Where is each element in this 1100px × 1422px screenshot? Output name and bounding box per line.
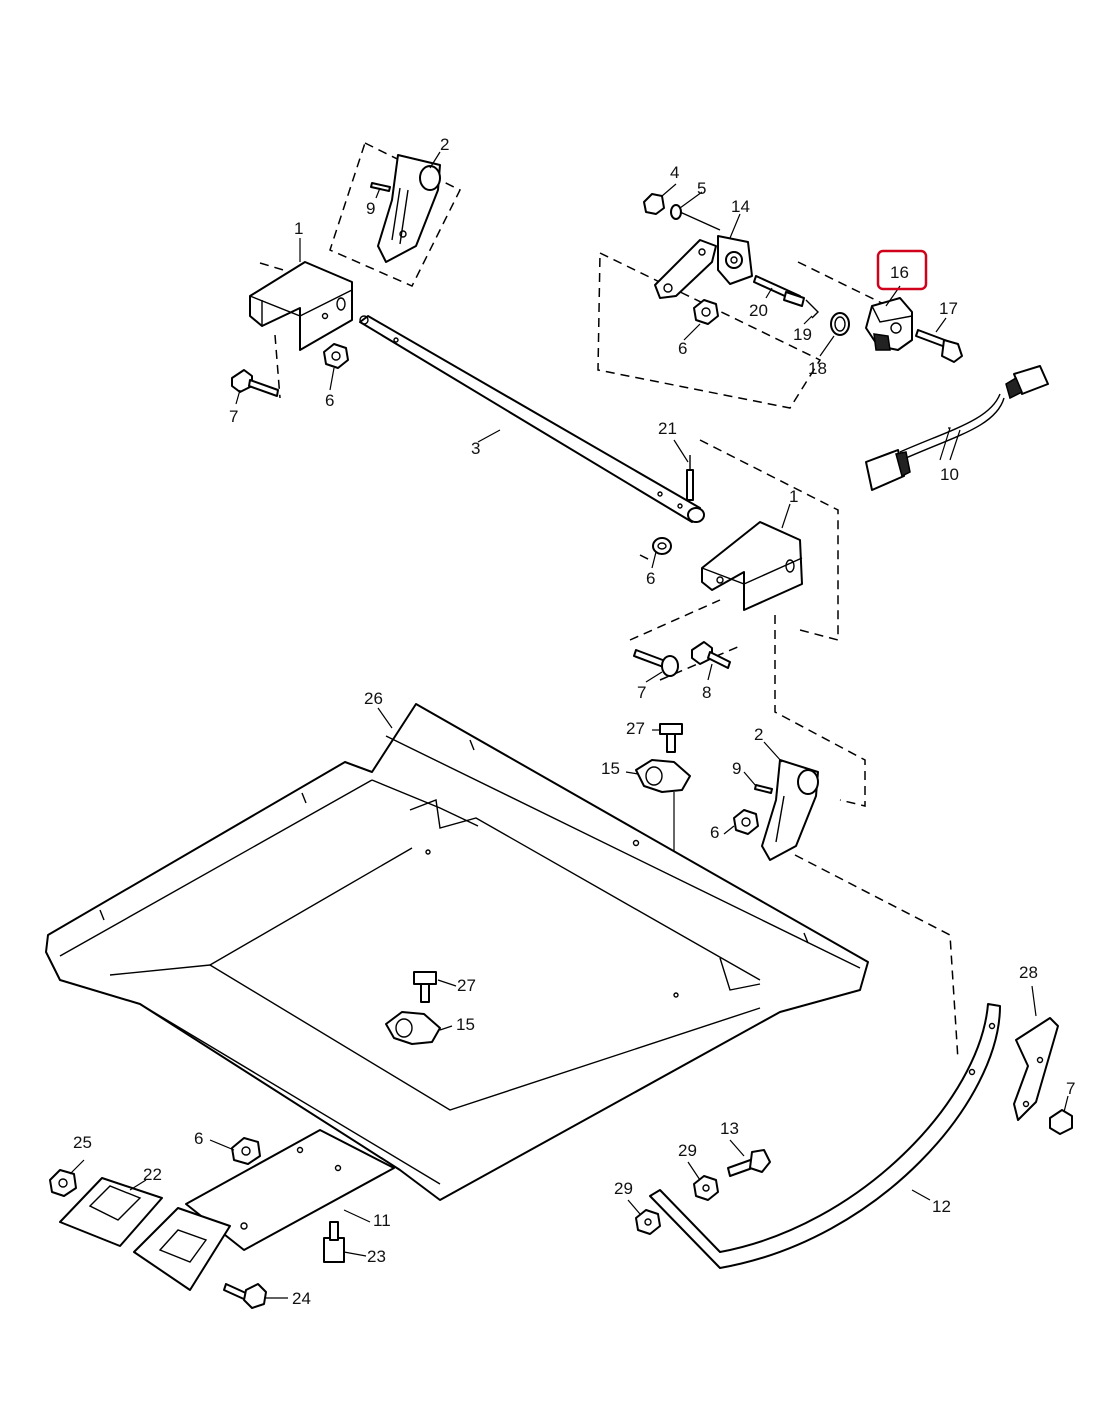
nut-sensor-arm [693, 299, 719, 325]
highlighted-part-callout [876, 249, 928, 291]
cover-plate-lower [133, 1207, 231, 1291]
part-label-21: 21 [658, 419, 677, 438]
spring-pin-shaft [686, 455, 694, 501]
part-label-9-upper: 9 [366, 199, 375, 218]
flange-bolt [691, 641, 731, 669]
position-sensor [865, 297, 913, 351]
mounting-bracket-left [249, 261, 353, 351]
linkage-rod [753, 275, 805, 307]
clip-pin [805, 299, 819, 319]
part-label-17: 17 [939, 299, 958, 318]
part-label-7-middle: 7 [637, 683, 646, 702]
part-label-1-left: 1 [294, 219, 303, 238]
sensor-arm [654, 239, 717, 299]
part-label-24: 24 [292, 1289, 311, 1308]
nut-left-upper [323, 343, 349, 369]
part-label-3: 3 [471, 439, 480, 458]
carriage-bolt [633, 649, 679, 677]
bolt-clamp-upper [659, 723, 683, 753]
part-label-22: 22 [143, 1165, 162, 1184]
part-label-2-upper: 2 [440, 135, 449, 154]
part-label-15-upper: 15 [601, 759, 620, 778]
part-label-6-right-bracket: 6 [646, 569, 655, 588]
strap-curved [649, 1003, 1001, 1269]
rocker-arm-right [761, 759, 819, 861]
part-label-28: 28 [1019, 963, 1038, 982]
assembly-dashed-lines [259, 141, 959, 1061]
part-label-1-right: 1 [789, 487, 798, 506]
washer-strap-upper [693, 1175, 719, 1201]
part-label-10: 10 [940, 465, 959, 484]
part-label-13: 13 [720, 1119, 739, 1138]
nut-plate [231, 1137, 261, 1165]
part-label-4: 4 [670, 163, 679, 182]
wiring-harness [865, 365, 1049, 491]
label-leaders [69, 151, 1069, 1299]
main-platform [45, 703, 869, 1201]
part-label-8: 8 [702, 683, 711, 702]
washer-strap-lower [635, 1209, 661, 1235]
nut-cover-plate [49, 1169, 77, 1197]
part-label-27-lower: 27 [457, 976, 476, 995]
part-label-5: 5 [697, 179, 706, 198]
part-label-12: 12 [932, 1197, 951, 1216]
clamp-upper [635, 759, 691, 793]
bolt-strap-bracket [1049, 1109, 1073, 1135]
sensor-hub [717, 235, 753, 285]
o-ring [830, 312, 850, 336]
part-label-6-upper-left: 6 [325, 391, 334, 410]
part-label-6-sensor: 6 [678, 339, 687, 358]
washer-nut-stack [643, 193, 721, 231]
bolt-left-upper [231, 369, 279, 397]
part-label-29-lower: 29 [614, 1179, 633, 1198]
part-label-26: 26 [364, 689, 383, 708]
cross-shaft [359, 315, 705, 523]
bolt-strap [727, 1149, 771, 1177]
bolt-clamp-lower [413, 971, 437, 1003]
part-label-11: 11 [373, 1211, 391, 1230]
part-label-23: 23 [367, 1247, 386, 1266]
rocker-arm-left [377, 154, 441, 263]
part-label-7-lower-right: 7 [1066, 1079, 1075, 1098]
spring-pin-right [754, 784, 773, 794]
sensor-bolt [915, 329, 963, 363]
part-label-6-lower-right: 6 [710, 823, 719, 842]
part-label-14: 14 [731, 197, 750, 216]
part-label-7-upper: 7 [229, 407, 238, 426]
part-label-29-upper: 29 [678, 1141, 697, 1160]
mounting-bracket-right [701, 521, 803, 611]
part-label-2-lower: 2 [754, 725, 763, 744]
part-label-25: 25 [73, 1133, 92, 1152]
part-labels: 1 2 9 7 6 3 4 5 14 6 20 19 18 16 17 10 2… [73, 135, 1075, 1308]
part-label-16: 16 [890, 263, 909, 282]
part-label-19: 19 [793, 325, 812, 344]
bolt-cover-plate [223, 1283, 267, 1309]
part-label-9-lower: 9 [732, 759, 741, 778]
spring-pin-left [370, 182, 391, 192]
washer-right-bracket [652, 537, 672, 555]
cover-plate-upper [59, 1177, 163, 1247]
clamp-lower [385, 1011, 441, 1045]
part-label-20: 20 [749, 301, 768, 320]
strap-bracket [1013, 1017, 1059, 1121]
part-label-18: 18 [808, 359, 827, 378]
part-label-6-lower-left: 6 [194, 1129, 203, 1148]
nut-right-rocker [733, 809, 759, 835]
part-label-15-lower: 15 [456, 1015, 475, 1034]
bolt-plate-vertical [323, 1221, 345, 1263]
part-label-27-upper: 27 [626, 719, 645, 738]
